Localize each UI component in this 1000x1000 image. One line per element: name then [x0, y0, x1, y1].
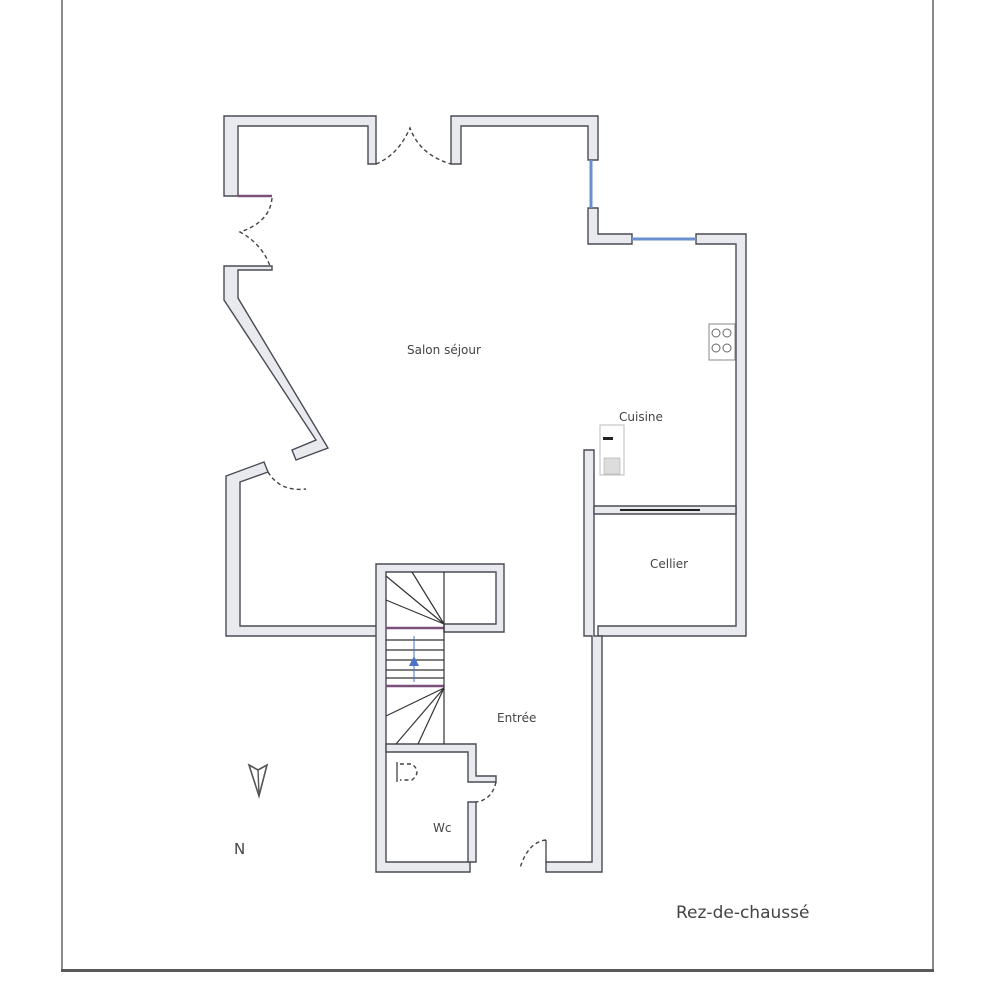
wall-step-corner [587, 207, 633, 245]
door-swing-icon [375, 126, 452, 165]
wall-left-lower [225, 461, 381, 637]
page-border-bottom [61, 969, 934, 972]
wall-top-right [450, 115, 599, 165]
room-label-cellier: Cellier [650, 557, 689, 571]
north-label: N [234, 840, 246, 858]
door-swing-icon [238, 197, 273, 267]
room-label-wc: Wc [433, 821, 452, 835]
room-label-cuisine: Cuisine [619, 410, 663, 424]
room-label-entree: Entrée [497, 711, 537, 725]
door-swing-icon [475, 781, 497, 803]
wall-stair-left [375, 563, 505, 873]
wall-wc-right [467, 801, 477, 863]
door-swing-icon [519, 839, 547, 869]
toilet-icon [396, 762, 418, 782]
door-swing-icon [267, 471, 307, 491]
wall-top-left [223, 115, 377, 197]
cooktop-icon [708, 323, 736, 361]
compass-arrow-icon [247, 763, 269, 799]
page-border-left [61, 0, 63, 972]
sink-icon [599, 424, 625, 476]
wall-wc [385, 743, 497, 783]
wall-right [597, 233, 747, 637]
staircase-icon [385, 571, 445, 745]
page-border-right [932, 0, 934, 972]
wall-entree-right [545, 449, 603, 873]
plan-title: Rez-de-chaussé [676, 903, 810, 923]
wall-left-upper [223, 265, 330, 461]
room-label-salon: Salon séjour [407, 343, 481, 357]
